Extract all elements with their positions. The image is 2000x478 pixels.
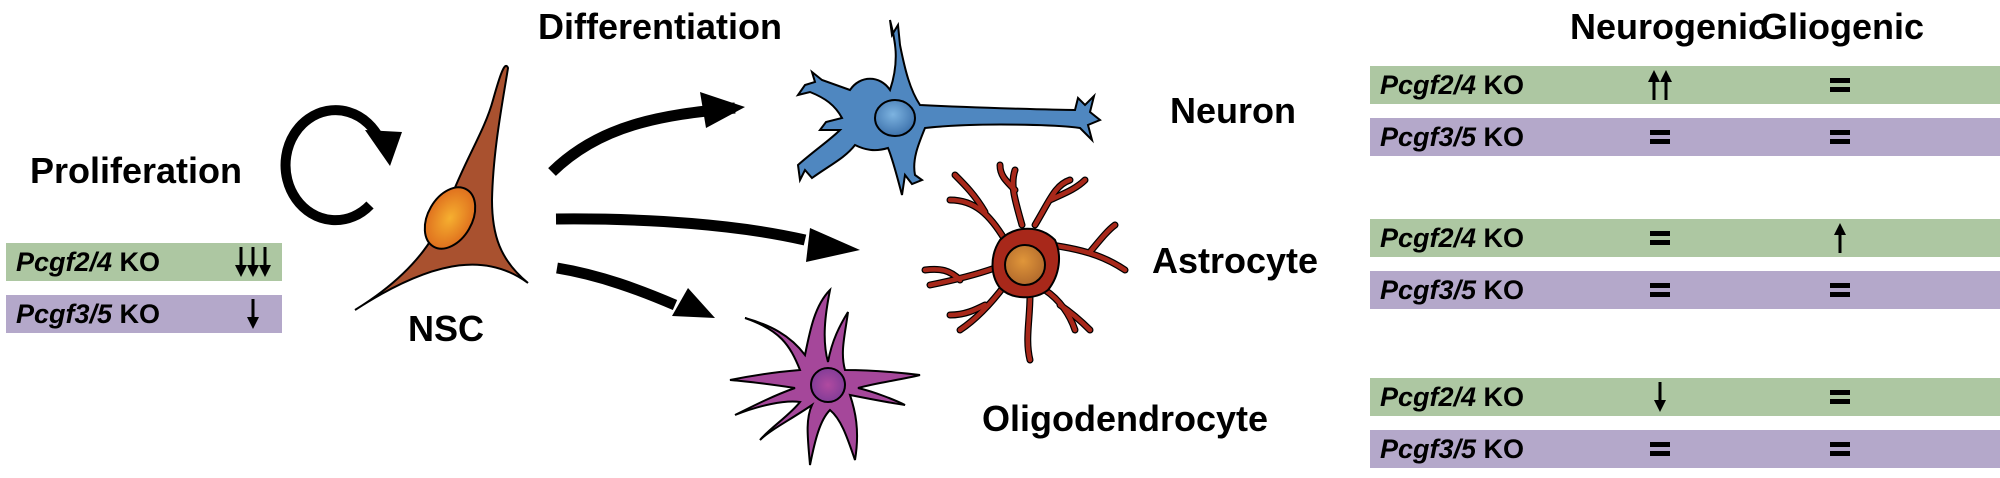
differentiation-label: Differentiation xyxy=(538,6,783,47)
oligodendrocyte-row-pcgf24: Pcgf2/4 KO xyxy=(1370,378,2000,416)
down-arrow-icon xyxy=(1640,378,1680,416)
gene-name: Pcgf2/4 xyxy=(1380,69,1477,100)
gene-name: Pcgf2/4 xyxy=(1380,381,1477,412)
arrow-to-neuron xyxy=(548,92,745,176)
astrocyte-label: Astrocyte xyxy=(1152,240,1319,281)
gene-name: Pcgf3/5 xyxy=(1380,121,1477,152)
nsc-cell xyxy=(354,65,529,311)
double-up-arrow-icon xyxy=(1640,66,1680,104)
gene-name: Pcgf3/5 xyxy=(1380,274,1477,305)
astrocyte-cell xyxy=(921,161,1129,364)
proliferation-row-pcgf24: Pcgf2/4 KO xyxy=(6,243,282,281)
proliferation-cycle-arrow xyxy=(280,105,402,226)
column-header-neurogenic: Neurogenic xyxy=(1570,6,1769,47)
neuron-label: Neuron xyxy=(1170,90,1296,131)
equal-icon xyxy=(1640,271,1680,309)
equal-icon xyxy=(1820,378,1860,416)
oligodendrocyte-row-pcgf35: Pcgf3/5 KO xyxy=(1370,430,2000,468)
gene-name: Pcgf3/5 xyxy=(1380,433,1477,464)
proliferation-row-pcgf35: Pcgf3/5 KO xyxy=(6,295,282,333)
nsc-label: NSC xyxy=(408,308,485,349)
neuron-cell xyxy=(795,19,1102,196)
oligodendrocyte-cell xyxy=(729,286,921,466)
equal-icon xyxy=(1820,430,1860,468)
gene-name: Pcgf2/4 xyxy=(16,246,113,277)
equal-icon xyxy=(1820,271,1860,309)
equal-icon xyxy=(1820,66,1860,104)
astrocyte-row-pcgf35: Pcgf3/5 KO xyxy=(1370,271,2000,309)
gene-name: Pcgf2/4 xyxy=(1380,222,1477,253)
equal-icon xyxy=(1640,430,1680,468)
astrocyte-row-pcgf24: Pcgf2/4 KO xyxy=(1370,219,2000,257)
arrow-to-oligodendrocyte xyxy=(556,262,715,318)
column-header-gliogenic: Gliogenic xyxy=(1760,6,1925,47)
equal-icon xyxy=(1820,118,1860,156)
down-arrow-icon xyxy=(224,295,282,333)
triple-down-arrow-icon xyxy=(224,243,282,281)
proliferation-label: Proliferation xyxy=(30,150,243,191)
equal-icon xyxy=(1640,118,1680,156)
neuron-row-pcgf35: Pcgf3/5 KO xyxy=(1370,118,2000,156)
up-arrow-icon xyxy=(1820,219,1860,257)
arrow-to-astrocyte xyxy=(555,213,860,262)
neuron-row-pcgf24: Pcgf2/4 KO xyxy=(1370,66,2000,104)
gene-name: Pcgf3/5 xyxy=(16,298,113,329)
equal-icon xyxy=(1640,219,1680,257)
oligodendrocyte-label: Oligodendrocyte xyxy=(982,398,1269,439)
